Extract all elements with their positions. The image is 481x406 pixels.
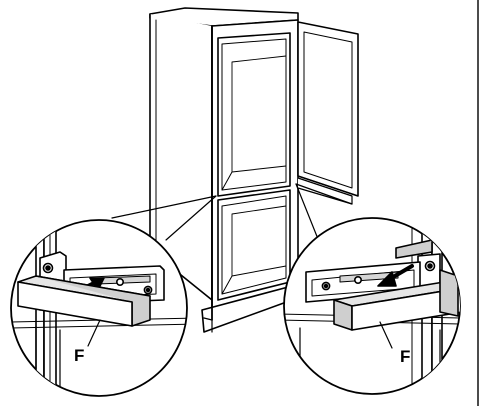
- right-detail-magnifier: F: [283, 217, 461, 395]
- part-f-leader-left: [87, 319, 101, 347]
- fridge-freezer: [149, 7, 359, 333]
- lower-compartment: [217, 189, 291, 301]
- part-f-label-right: F: [400, 347, 410, 366]
- callout-leaders: [111, 183, 353, 245]
- upper-compartment: [217, 32, 291, 197]
- part-f-label-left: F: [74, 346, 84, 365]
- left-detail-magnifier: F: [10, 219, 188, 397]
- part-f-leader-right: [379, 321, 393, 349]
- open-door: [297, 21, 359, 197]
